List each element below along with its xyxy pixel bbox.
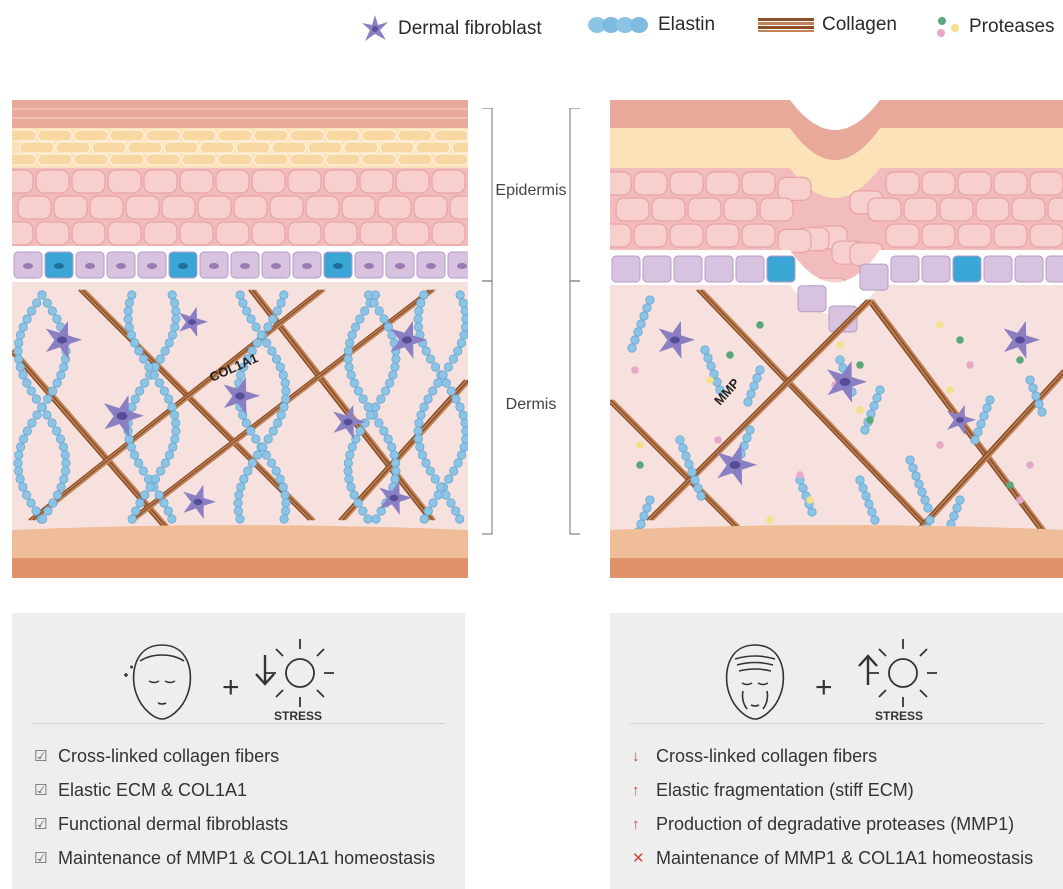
- young-face-icon: [124, 645, 190, 719]
- list-item: ☑Maintenance of MMP1 & COL1A1 homeostasi…: [34, 841, 435, 875]
- aged-effect-list: ↓Cross-linked collagen fibers ↑Elastic f…: [632, 739, 1033, 875]
- legend-proteases-label: Proteases: [969, 16, 1055, 38]
- plus-sign: +: [815, 671, 833, 704]
- aged-face-icon: [727, 645, 784, 719]
- item-text: Cross-linked collagen fibers: [656, 746, 877, 767]
- arrow-up-icon: ↑: [632, 782, 652, 799]
- item-text: Maintenance of MMP1 & COL1A1 homeostasis: [656, 848, 1033, 869]
- item-text: Elastic ECM & COL1A1: [58, 780, 247, 801]
- checkbox-icon: ☑: [34, 849, 54, 867]
- item-text: Functional dermal fibroblasts: [58, 814, 288, 835]
- list-item: ☑Cross-linked collagen fibers: [34, 739, 435, 773]
- healthy-skin-illustration: COL1A1: [12, 100, 468, 578]
- healthy-benefit-list: ☑Cross-linked collagen fibers ☑Elastic E…: [34, 739, 435, 875]
- stratum-corneum: [12, 100, 468, 128]
- dermis-label: Dermis: [472, 396, 590, 414]
- divider: [32, 723, 445, 724]
- arrow-down-icon: [256, 655, 274, 684]
- layer-brackets: [472, 108, 590, 538]
- legend-collagen-label: Collagen: [822, 14, 897, 36]
- stress-label: STRESS: [274, 709, 322, 721]
- healthy-icon-row: + STRESS: [12, 631, 465, 721]
- item-text: Cross-linked collagen fibers: [58, 746, 279, 767]
- list-item: ✕Maintenance of MMP1 & COL1A1 homeostasi…: [632, 841, 1033, 875]
- aged-summary-box: + STRESS ↓Cross-linked collagen fibers ↑…: [610, 613, 1063, 889]
- sun-icon: [266, 639, 334, 707]
- arrow-down-icon: ↓: [632, 748, 652, 765]
- list-item: ↑Elastic fragmentation (stiff ECM): [632, 773, 1033, 807]
- legend: Dermal fibroblast Elastin Collagen Prote…: [360, 14, 1060, 40]
- stress-label: STRESS: [875, 709, 923, 721]
- legend-elastin-label: Elastin: [658, 14, 715, 36]
- item-text: Maintenance of MMP1 & COL1A1 homeostasis: [58, 848, 435, 869]
- item-text: Production of degradative proteases (MMP…: [656, 814, 1014, 835]
- proteases-icon: [935, 14, 961, 40]
- healthy-summary-box: + STRESS ☑Cross-linked collagen fibers ☑…: [12, 613, 465, 889]
- checkbox-icon: ☑: [34, 781, 54, 799]
- legend-proteases: Proteases: [935, 14, 1055, 40]
- fibroblast-icon: [360, 14, 390, 44]
- legend-fibroblast-label: Dermal fibroblast: [398, 18, 542, 40]
- epidermis-label: Epidermis: [472, 182, 590, 200]
- elastin-icon: [588, 15, 650, 35]
- plus-sign: +: [222, 671, 240, 704]
- legend-elastin: Elastin: [588, 14, 715, 36]
- list-item: ↑Production of degradative proteases (MM…: [632, 807, 1033, 841]
- aged-icon-row: + STRESS: [610, 631, 1063, 721]
- divider: [630, 723, 1043, 724]
- collagen-icon: [758, 17, 814, 33]
- arrow-up-icon: [859, 656, 877, 685]
- list-item: ↓Cross-linked collagen fibers: [632, 739, 1033, 773]
- cross-icon: ✕: [632, 849, 652, 867]
- checkbox-icon: ☑: [34, 747, 54, 765]
- sun-icon: [869, 639, 937, 707]
- arrow-up-icon: ↑: [632, 816, 652, 833]
- aged-skin-illustration: MMP: [610, 100, 1063, 578]
- legend-fibroblast: Dermal fibroblast: [360, 14, 542, 44]
- legend-collagen: Collagen: [758, 14, 897, 36]
- checkbox-icon: ☑: [34, 815, 54, 833]
- item-text: Elastic fragmentation (stiff ECM): [656, 780, 914, 801]
- list-item: ☑Elastic ECM & COL1A1: [34, 773, 435, 807]
- list-item: ☑Functional dermal fibroblasts: [34, 807, 435, 841]
